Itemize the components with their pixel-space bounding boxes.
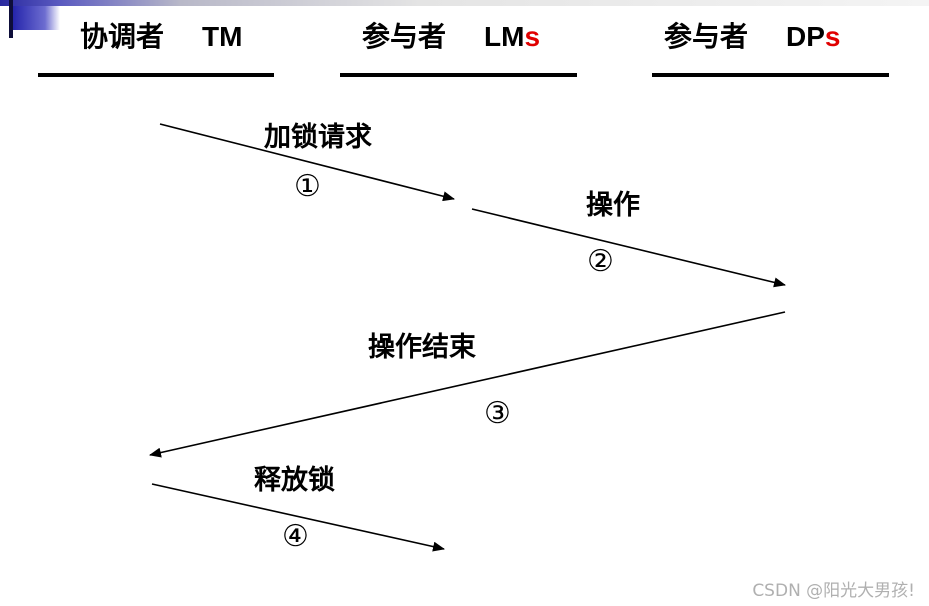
participant-underline-tm <box>38 73 274 77</box>
participant-header-dp: 参与者 DPs <box>664 14 841 60</box>
step-label: 操作 <box>586 190 640 221</box>
step-label: 加锁请求 <box>264 122 372 153</box>
step-number: ③ <box>484 396 511 431</box>
arrow-step-4 <box>151 483 445 552</box>
arrow-step-1 <box>159 123 455 202</box>
title-accent-mark <box>9 0 13 38</box>
step-number: ② <box>587 244 614 279</box>
participant-role: 参与者 <box>664 20 749 53</box>
participant-underline-dp <box>652 73 889 77</box>
participant-header-lm: 参与者 LMs <box>362 14 540 60</box>
step-number: ④ <box>282 519 309 554</box>
participant-code: TM <box>202 21 243 52</box>
title-accent-block <box>10 6 60 30</box>
participant-role: 协调者 <box>80 20 165 53</box>
participant-role: 参与者 <box>362 20 447 53</box>
participant-code: LM <box>484 21 525 52</box>
step-label: 操作结束 <box>368 332 476 363</box>
step-label: 释放锁 <box>254 465 335 496</box>
participant-suffix: s <box>524 21 541 52</box>
arrow-step-2 <box>471 208 786 288</box>
participant-suffix: s <box>824 21 841 52</box>
participant-underline-lm <box>340 73 577 77</box>
step-number: ① <box>294 169 321 204</box>
watermark: CSDN @阳光大男孩! <box>752 581 915 601</box>
participant-header-tm: 协调者 TM <box>80 14 242 60</box>
arrow-step-3 <box>149 311 786 458</box>
title-accent-bar <box>0 0 929 6</box>
participant-code: DP <box>786 21 825 52</box>
